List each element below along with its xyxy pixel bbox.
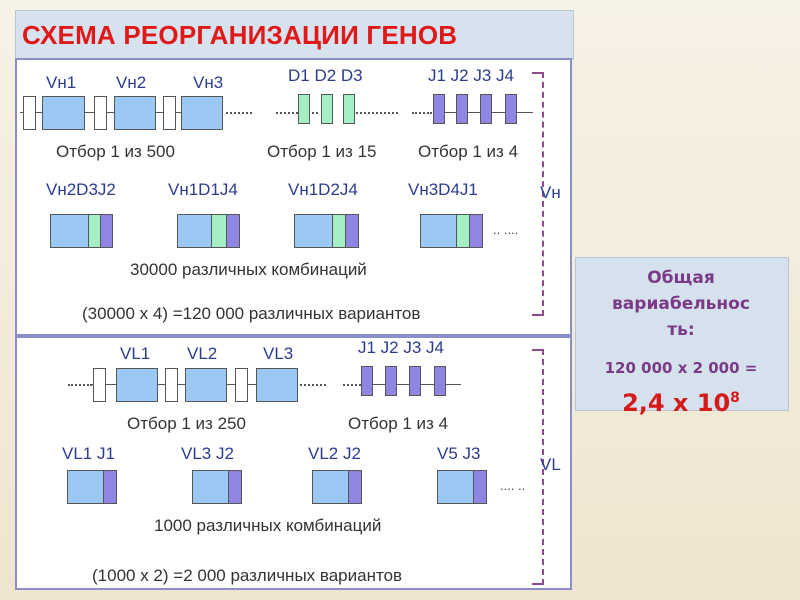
light-brace-label: VL <box>540 455 561 474</box>
summary-result-base: 2,4 х 10 <box>622 389 731 417</box>
light-v3-label: VL3 <box>263 344 294 363</box>
light-v2-label: VL2 <box>187 344 218 363</box>
v-segment <box>185 368 227 402</box>
light-j-label: J1 J2 J3 J4 <box>358 338 444 357</box>
v-segment <box>256 368 298 402</box>
summary-line-1: Общая <box>647 268 715 288</box>
light-select-v: Отбор 1 из 250 <box>127 414 246 433</box>
j-segment <box>505 94 517 124</box>
v-segment <box>181 96 223 130</box>
light-combo-label: VL2 J2 <box>308 444 361 463</box>
heavy-v2-label: Vн2 <box>116 73 147 92</box>
spacer-segment <box>23 96 36 130</box>
j-segment <box>100 214 113 248</box>
heavy-variant-count: (30000 х 4) =120 000 различных вариантов <box>82 304 421 323</box>
heavy-chain-panel <box>15 58 572 336</box>
j-segment <box>409 366 421 396</box>
v-segment <box>420 214 457 248</box>
d-segment <box>298 94 310 124</box>
summary-result: 2,4 х 108 <box>575 389 787 417</box>
j-segment <box>433 94 445 124</box>
light-combo-label: V5 J3 <box>437 444 481 463</box>
d-segment <box>343 94 355 124</box>
v-segment <box>294 214 333 248</box>
light-combo-label: VL1 J1 <box>62 444 115 463</box>
j-segment <box>385 366 397 396</box>
light-combination-count: 1000 различных комбинаций <box>154 516 382 535</box>
heavy-select-d: Отбор 1 из 15 <box>267 142 377 161</box>
summary-calc: 120 000 х 2 000 = <box>604 359 758 377</box>
j-segment <box>361 366 373 396</box>
heavy-combo-label: Vн2D3J2 <box>46 180 116 199</box>
v-segment <box>67 470 104 504</box>
light-variant-count: (1000 х 2) =2 000 различных вариантов <box>92 566 403 585</box>
light-combo-label: VL3 J2 <box>181 444 234 463</box>
heavy-select-v: Отбор 1 из 500 <box>56 142 175 161</box>
heavy-combo-label: Vн3D4J1 <box>408 180 478 199</box>
j-segment <box>434 366 446 396</box>
summary-line-2: вариабельнос <box>612 294 750 314</box>
v-segment <box>312 470 349 504</box>
heavy-combo-label: Vн1D1J4 <box>168 180 238 199</box>
v-segment <box>116 368 158 402</box>
summary-result-exponent: 8 <box>730 390 740 406</box>
spacer-segment <box>163 96 176 130</box>
j-segment <box>473 470 487 504</box>
heavy-d-label: D1 D2 D3 <box>288 66 363 85</box>
d-segment <box>321 94 333 124</box>
j-segment <box>228 470 242 504</box>
d-segment <box>332 214 346 248</box>
light-v1-label: VL1 <box>120 344 151 363</box>
heavy-v3-label: Vн3 <box>193 73 224 92</box>
d-segment <box>456 214 470 248</box>
v-segment <box>177 214 212 248</box>
summary-box <box>575 257 789 411</box>
spacer-segment <box>93 368 106 402</box>
spacer-segment <box>94 96 107 130</box>
heavy-brace <box>532 72 544 316</box>
v-segment <box>192 470 229 504</box>
j-segment <box>103 470 117 504</box>
j-segment <box>345 214 359 248</box>
heavy-j-label: J1 J2 J3 J4 <box>428 66 514 85</box>
spacer-segment <box>165 368 178 402</box>
v-segment <box>50 214 89 248</box>
light-brace <box>532 349 544 585</box>
light-select-j: Отбор 1 из 4 <box>348 414 449 433</box>
j-segment <box>480 94 492 124</box>
heavy-brace-label: Vн <box>540 183 561 202</box>
spacer-segment <box>235 368 248 402</box>
v-segment <box>42 96 85 130</box>
d-segment <box>211 214 227 248</box>
j-segment <box>348 470 362 504</box>
heavy-combination-count: 30000 различных комбинаций <box>130 260 367 279</box>
v-segment <box>114 96 156 130</box>
j-segment <box>226 214 240 248</box>
heavy-select-j: Отбор 1 из 4 <box>418 142 519 161</box>
heavy-v1-label: Vн1 <box>46 73 77 92</box>
j-segment <box>469 214 483 248</box>
j-segment <box>456 94 468 124</box>
heavy-combo-label: Vн1D2J4 <box>288 180 358 199</box>
v-segment <box>437 470 474 504</box>
title-bar <box>15 10 574 60</box>
summary-line-3: ть: <box>667 320 695 340</box>
page-title: СХЕМА РЕОРГАНИЗАЦИИ ГЕНОВ <box>22 20 458 50</box>
